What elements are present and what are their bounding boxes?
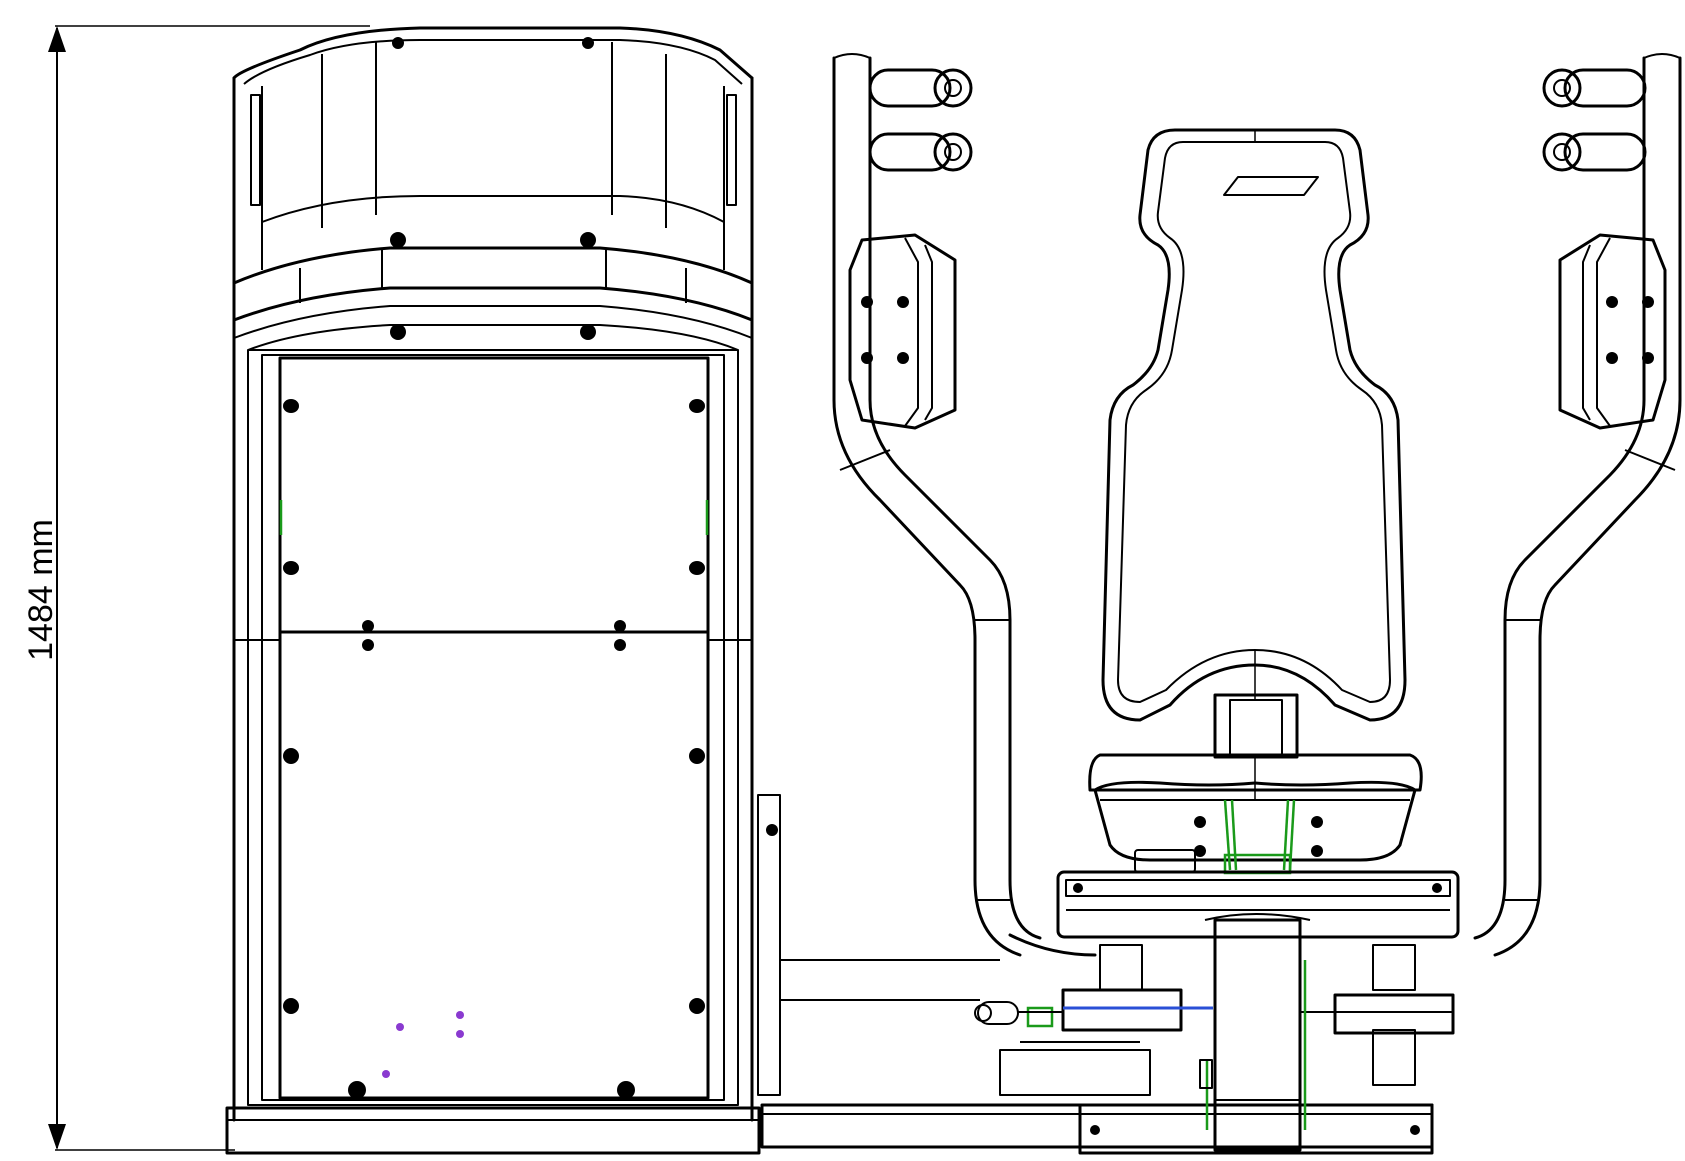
- left-upper-handle[interactable]: [868, 68, 973, 108]
- backrest: [1101, 128, 1407, 722]
- seat-assembly: [974, 693, 1460, 1152]
- plate-bolts: [283, 399, 705, 1099]
- height-dimension-label: 1484 mm: [22, 519, 60, 661]
- base-frame: [760, 959, 1434, 1155]
- right-upper-handle[interactable]: [1542, 68, 1647, 108]
- shroud-rivets-left: [250, 94, 737, 206]
- right-arm: [1473, 53, 1682, 957]
- right-lower-handle[interactable]: [1542, 132, 1647, 172]
- right-arm-pad: [1558, 233, 1667, 430]
- weight-stack-tower: [225, 26, 781, 1155]
- height-dimension: 1484 mm: [22, 25, 370, 1151]
- left-arm: [832, 53, 1097, 957]
- left-lower-handle[interactable]: [868, 132, 973, 172]
- left-arm-pad: [848, 233, 957, 430]
